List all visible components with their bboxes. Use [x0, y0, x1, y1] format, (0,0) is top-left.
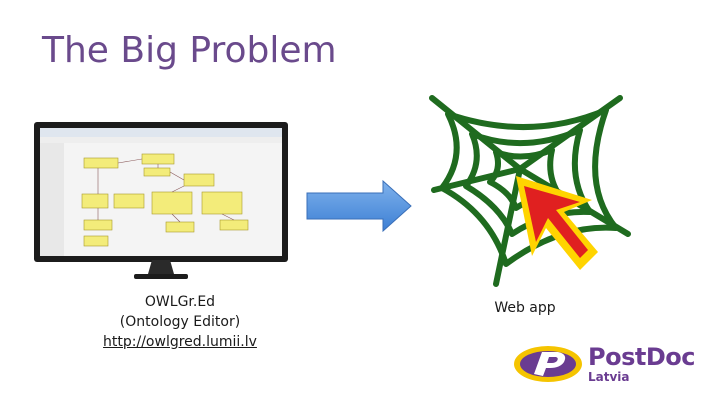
logo-sub: Latvia: [588, 370, 630, 384]
web-app-icon: [429, 95, 631, 287]
logo-name: PostDoc: [588, 343, 695, 371]
postdoc-logo-icon: [514, 346, 582, 382]
web-app-caption: Web app: [494, 300, 556, 316]
caption-line-1: OWLGr.Ed: [144, 294, 216, 310]
monitor-screenshot: [34, 122, 288, 279]
caption-line-2: (Ontology Editor): [119, 314, 241, 330]
right-arrow-icon: [306, 179, 412, 233]
slide-title: The Big Problem: [42, 30, 337, 71]
owlgred-caption: OWLGr.Ed (Ontology Editor) http://owlgre…: [80, 292, 280, 352]
owlgred-link[interactable]: http://owlgred.lumii.lv: [103, 334, 257, 350]
